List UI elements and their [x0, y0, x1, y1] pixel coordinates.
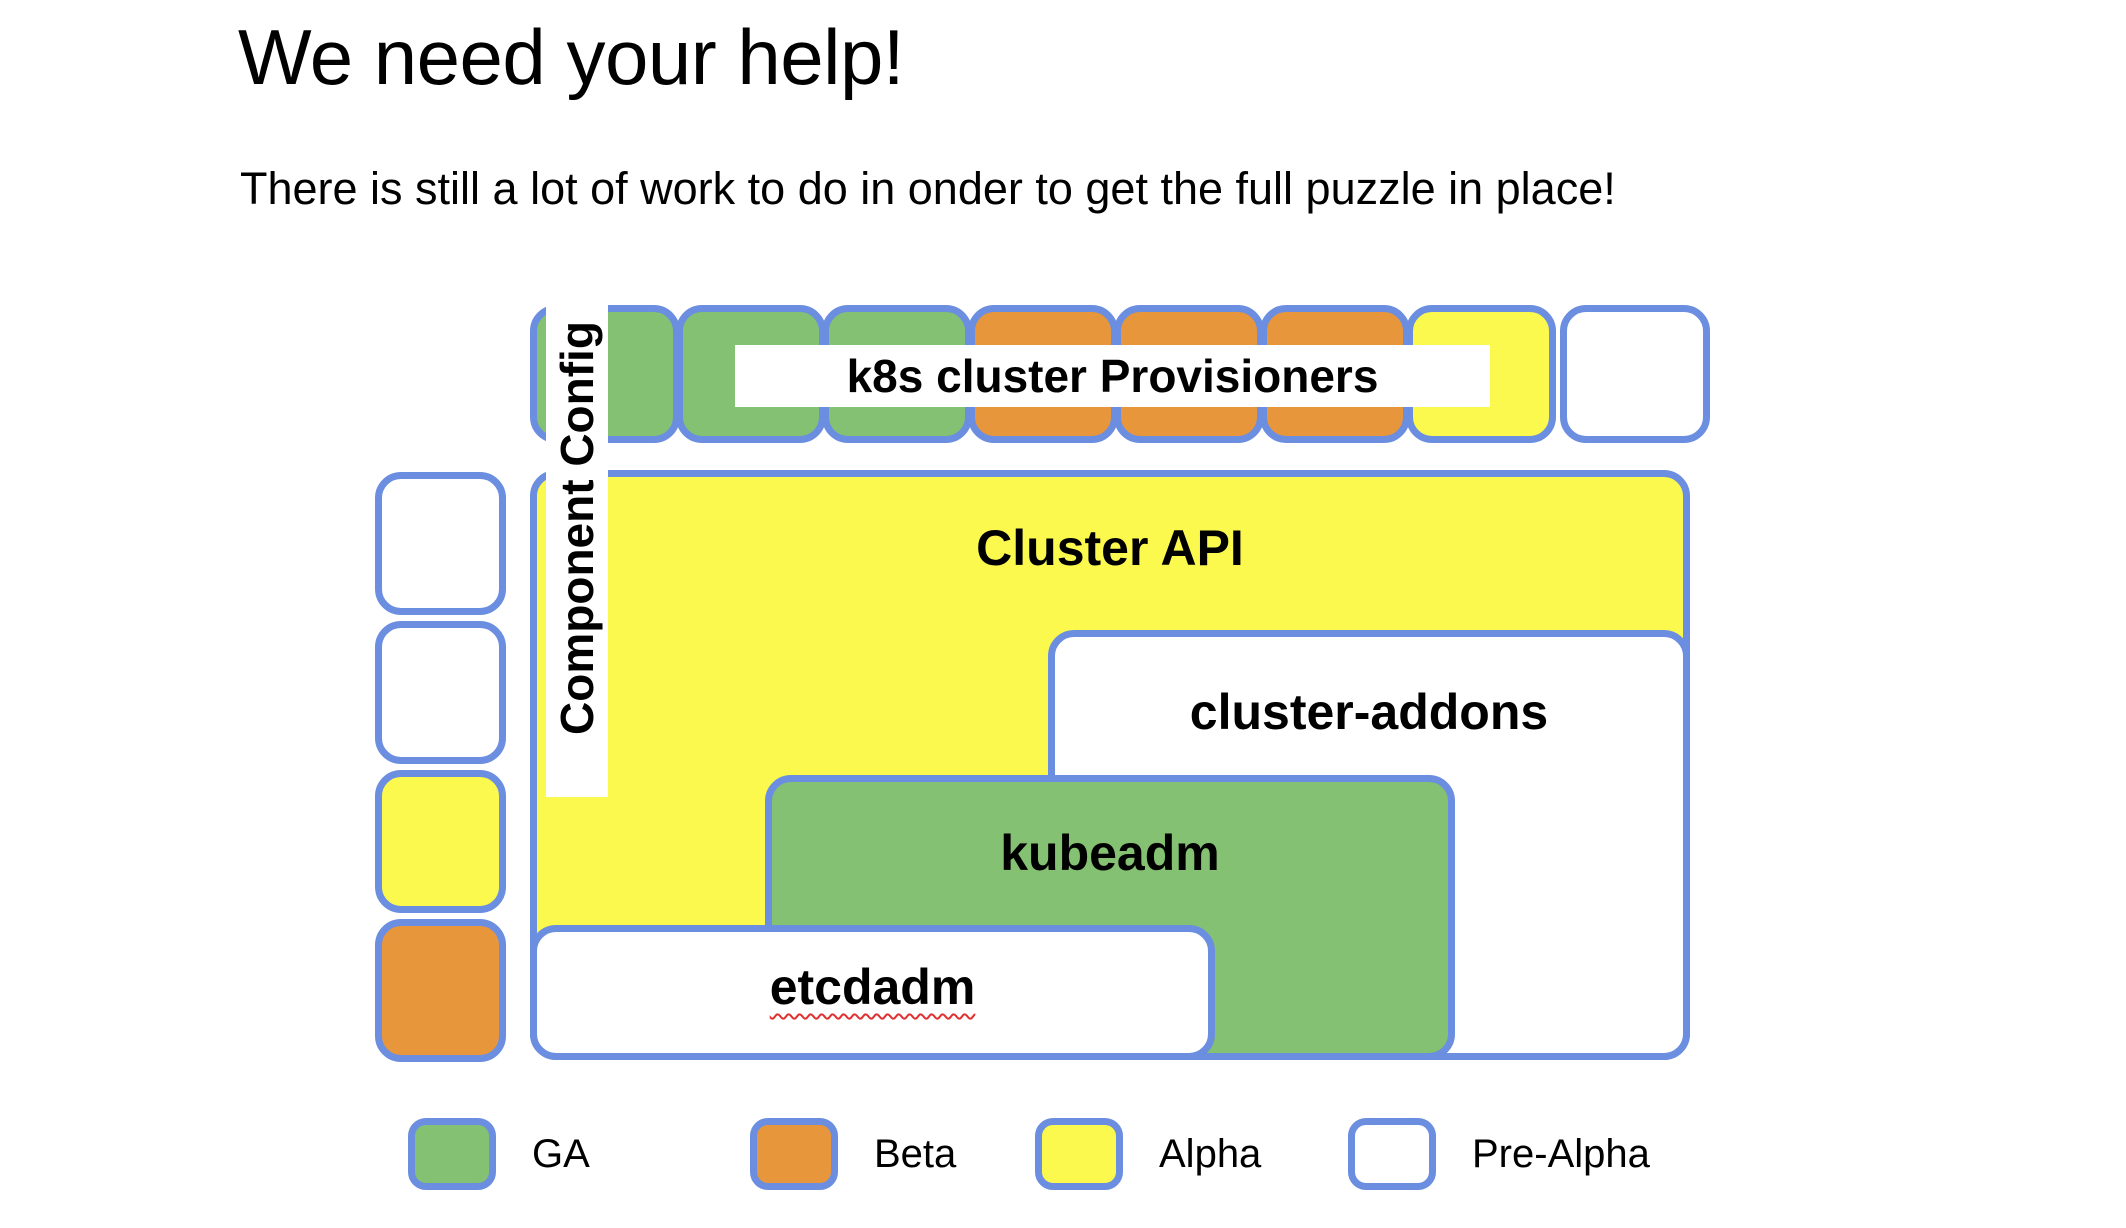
component-box-etcdadm[interactable]: etcdadm [530, 925, 1215, 1060]
component-label-kubeadm: kubeadm [1000, 825, 1220, 881]
component-label-cluster-addons: cluster-addons [1189, 684, 1549, 740]
component-config-banner-label: Component Config [546, 259, 608, 797]
legend-swatch-prealpha [1348, 1118, 1436, 1190]
legend-item-beta: Beta [750, 1118, 956, 1190]
page-title: We need your help! [238, 13, 905, 101]
page-subtitle: There is still a lot of work to do in on… [240, 163, 1616, 214]
component-label-cluster-api: Cluster API [976, 520, 1244, 576]
component-config-box-2[interactable] [375, 621, 506, 764]
legend-label: Pre-Alpha [1472, 1131, 1650, 1176]
legend-swatch-ga [408, 1118, 496, 1190]
provisioner-box-8[interactable] [1560, 305, 1710, 443]
component-config-box-3[interactable] [375, 770, 506, 913]
legend-item-pre-alpha: Pre-Alpha [1348, 1118, 1650, 1190]
component-config-box-4[interactable] [375, 919, 506, 1062]
legend: GA Beta Alpha Pre-Alpha [0, 1118, 2126, 1198]
legend-item-ga: GA [408, 1118, 590, 1190]
provisioner-banner-label: k8s cluster Provisioners [735, 345, 1490, 407]
component-config-box-1[interactable] [375, 472, 506, 615]
legend-label: Alpha [1159, 1131, 1262, 1176]
legend-swatch-beta [750, 1118, 838, 1190]
legend-label: Beta [874, 1131, 957, 1176]
legend-swatch-alpha [1035, 1118, 1123, 1190]
misspelled-word-etcdadm: etcdadm [769, 959, 976, 1015]
legend-item-alpha: Alpha [1035, 1118, 1261, 1190]
legend-label: GA [532, 1131, 590, 1176]
component-label-etcdadm: etcdadm [537, 958, 1208, 1016]
